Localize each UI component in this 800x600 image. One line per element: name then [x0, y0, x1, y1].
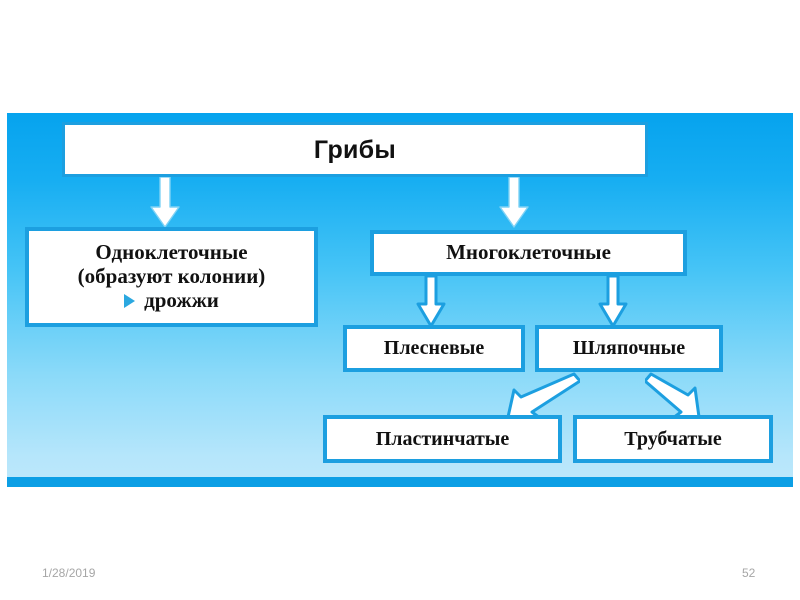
diagram-node-root-fungi[interactable]: Грибы: [62, 122, 648, 177]
node-unicellular-label-line1: Одноклеточные: [95, 240, 248, 265]
node-unicellular-bullet-row: дрожжи: [124, 289, 219, 313]
panel-bottom-accent-bar: [7, 477, 793, 487]
diagram-node-mold[interactable]: Плесневые: [343, 325, 525, 372]
node-unicellular-label-line2: (образуют колонии): [77, 263, 266, 288]
arrow-down-icon-multicellular-to-cap: [598, 274, 628, 328]
node-unicellular-bullet-label: дрожжи: [144, 288, 219, 313]
arrow-down-left-icon-cap-to-lamellar: [500, 372, 582, 420]
node-lamellar-label: Пластинчатые: [375, 427, 510, 450]
triangle-right-bullet-icon: [124, 294, 136, 308]
footer-page-number: 52: [742, 566, 756, 580]
node-tubular-label: Трубчатые: [624, 427, 722, 450]
node-cap-label: Шляпочные: [572, 337, 686, 360]
diagram-node-unicellular[interactable]: Одноклеточные (образуют колонии) дрожжи: [25, 227, 318, 327]
footer-date: 1/28/2019: [42, 566, 96, 580]
arrow-down-icon-multicellular-to-mold: [416, 274, 446, 328]
arrow-down-icon-root-to-unicellular: [148, 176, 182, 229]
arrow-down-icon-root-to-multicellular: [497, 176, 531, 229]
node-multicellular-label: Многоклеточные: [446, 240, 611, 265]
node-mold-label: Плесневые: [383, 337, 485, 360]
node-root-label: Грибы: [313, 135, 397, 164]
diagram-node-lamellar[interactable]: Пластинчатые: [323, 415, 562, 463]
diagram-node-cap[interactable]: Шляпочные: [535, 325, 723, 372]
arrow-down-right-icon-cap-to-tubular: [643, 372, 703, 420]
diagram-node-multicellular[interactable]: Многоклеточные: [370, 230, 687, 276]
diagram-node-tubular[interactable]: Трубчатые: [573, 415, 773, 463]
